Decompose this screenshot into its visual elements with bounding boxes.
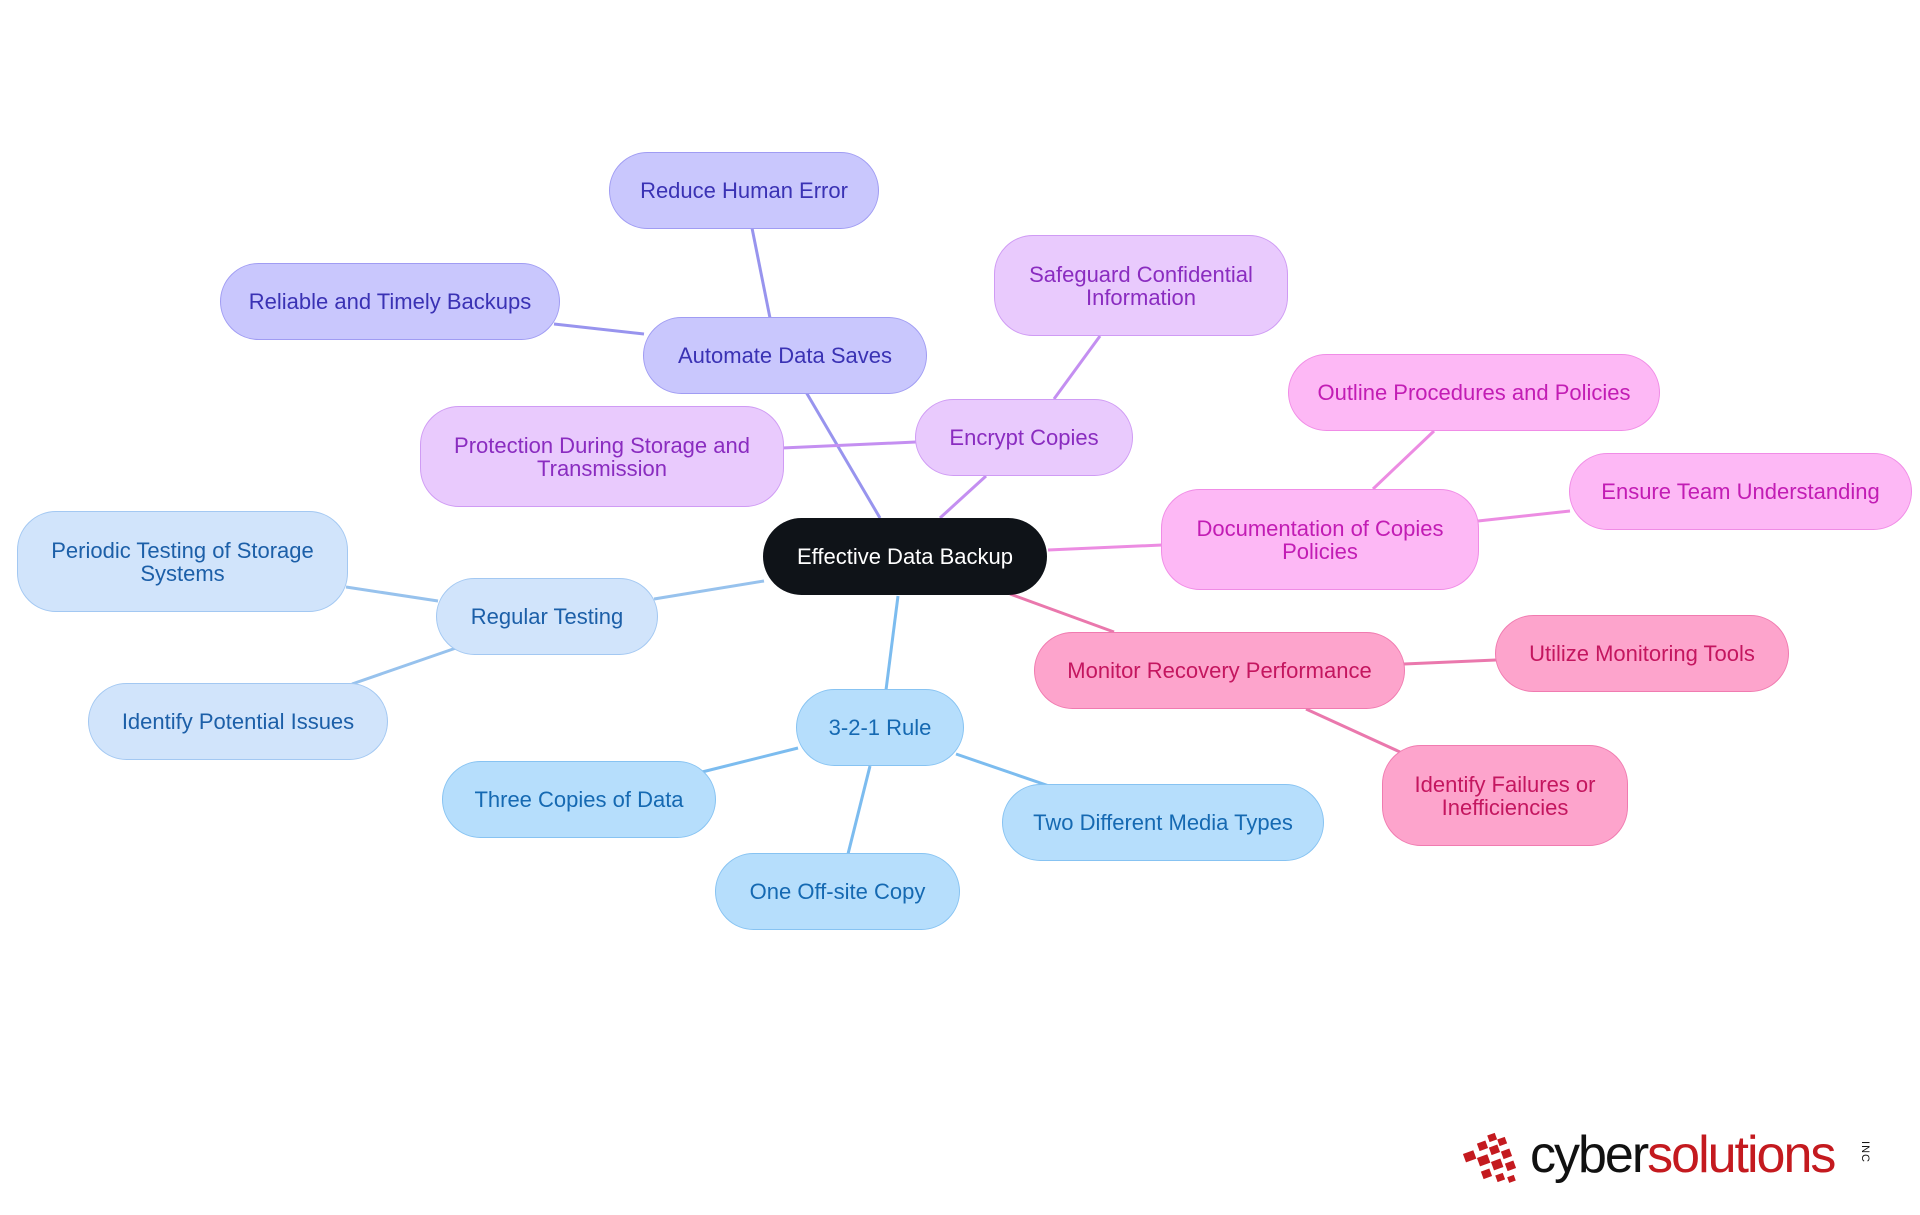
root-node[interactable]: Effective Data Backup [763, 518, 1047, 595]
edge-automate-reduce [750, 227, 772, 319]
branch-label: Automate Data Saves [677, 343, 892, 368]
leaf-label: Ensure Team Understanding [1601, 479, 1880, 504]
leaf-label: One Off-site Copy [749, 879, 926, 904]
edge-rule-three [701, 746, 799, 774]
cybersolutions-logo: cybersolutions INC [1462, 1124, 1872, 1194]
edge-rule-two [955, 752, 1053, 789]
edge-testing-periodic [345, 585, 439, 603]
leaf-label: Utilize Monitoring Tools [1529, 641, 1755, 666]
branch-automate-data-saves[interactable]: Automate Data Saves [643, 317, 927, 394]
leaf-outline-procedures[interactable]: Outline Procedures and Policies [1288, 354, 1660, 431]
root-node-label: Effective Data Backup [796, 544, 1014, 569]
logo-text-solutions: solutions [1647, 1126, 1836, 1184]
branch-label: Regular Testing [470, 604, 624, 629]
branch-regular-testing[interactable]: Regular Testing [436, 578, 658, 655]
leaf-label: Periodic Testing of Storage Systems [51, 537, 314, 586]
leaf-label: Identify Potential Issues [121, 709, 355, 734]
edge-documentation-outline [1371, 429, 1436, 491]
leaf-safeguard-confidential[interactable]: Safeguard Confidential Information [994, 235, 1288, 336]
edge-root-encrypt [938, 474, 988, 520]
leaf-two-media-types[interactable]: Two Different Media Types [1002, 784, 1324, 861]
edge-encrypt-safeguard [1052, 335, 1102, 400]
edge-rule-offsite [846, 765, 872, 855]
leaf-reduce-human-error[interactable]: Reduce Human Error [609, 152, 879, 229]
leaf-label: Reduce Human Error [640, 178, 848, 203]
edge-root-testing [653, 579, 765, 601]
edge-automate-reliable [553, 322, 645, 336]
leaf-ensure-team-understanding[interactable]: Ensure Team Understanding [1569, 453, 1912, 530]
branch-monitor-recovery-performance[interactable]: Monitor Recovery Performance [1034, 632, 1405, 709]
leaf-protection-storage-transmission[interactable]: Protection During Storage and Transmissi… [420, 406, 784, 507]
leaf-periodic-testing[interactable]: Periodic Testing of Storage Systems [17, 511, 348, 612]
leaf-utilize-monitoring-tools[interactable]: Utilize Monitoring Tools [1495, 615, 1789, 692]
edge-root-automate [804, 391, 882, 519]
leaf-identify-failures[interactable]: Identify Failures or Inefficiencies [1382, 745, 1628, 846]
edge-testing-issues [351, 646, 457, 686]
leaf-label: Protection During Storage and Transmissi… [454, 432, 750, 481]
branch-encrypt-copies[interactable]: Encrypt Copies [915, 399, 1133, 476]
leaf-label: Reliable and Timely Backups [248, 289, 532, 314]
branch-label: 3-2-1 Rule [828, 715, 932, 740]
logo-inc: INC [1858, 1141, 1871, 1163]
edge-root-documentation [1047, 543, 1163, 552]
leaf-identify-potential-issues[interactable]: Identify Potential Issues [88, 683, 388, 760]
edge-root-monitor [1009, 592, 1115, 634]
leaf-label: Three Copies of Data [474, 787, 684, 812]
edge-encrypt-protection [781, 440, 917, 450]
leaf-label: Identify Failures or Inefficiencies [1414, 771, 1596, 820]
leaf-label: Outline Procedures and Policies [1317, 380, 1631, 405]
branch-label: Encrypt Copies [949, 425, 1099, 450]
edge-root-rule [884, 595, 900, 691]
leaf-label: Safeguard Confidential Information [1029, 261, 1253, 310]
branch-documentation-policies[interactable]: Documentation of Copies Policies [1161, 489, 1479, 590]
leaf-reliable-timely-backups[interactable]: Reliable and Timely Backups [220, 263, 560, 340]
leaf-three-copies[interactable]: Three Copies of Data [442, 761, 716, 838]
leaf-one-offsite-copy[interactable]: One Off-site Copy [715, 853, 960, 930]
logo-squares-icon [1462, 1132, 1517, 1183]
logo-wordmark: cybersolutions [1530, 1124, 1836, 1186]
leaf-label: Two Different Media Types [1033, 810, 1293, 835]
edge-monitor-failures [1305, 707, 1401, 754]
edge-documentation-team [1477, 509, 1571, 523]
branch-label: Monitor Recovery Performance [1067, 658, 1372, 683]
branch-label: Documentation of Copies Policies [1196, 515, 1444, 564]
logo-text-cyber: cyber [1530, 1126, 1649, 1184]
branch-3-2-1-rule[interactable]: 3-2-1 Rule [796, 689, 964, 766]
edge-monitor-tools [1403, 658, 1497, 666]
